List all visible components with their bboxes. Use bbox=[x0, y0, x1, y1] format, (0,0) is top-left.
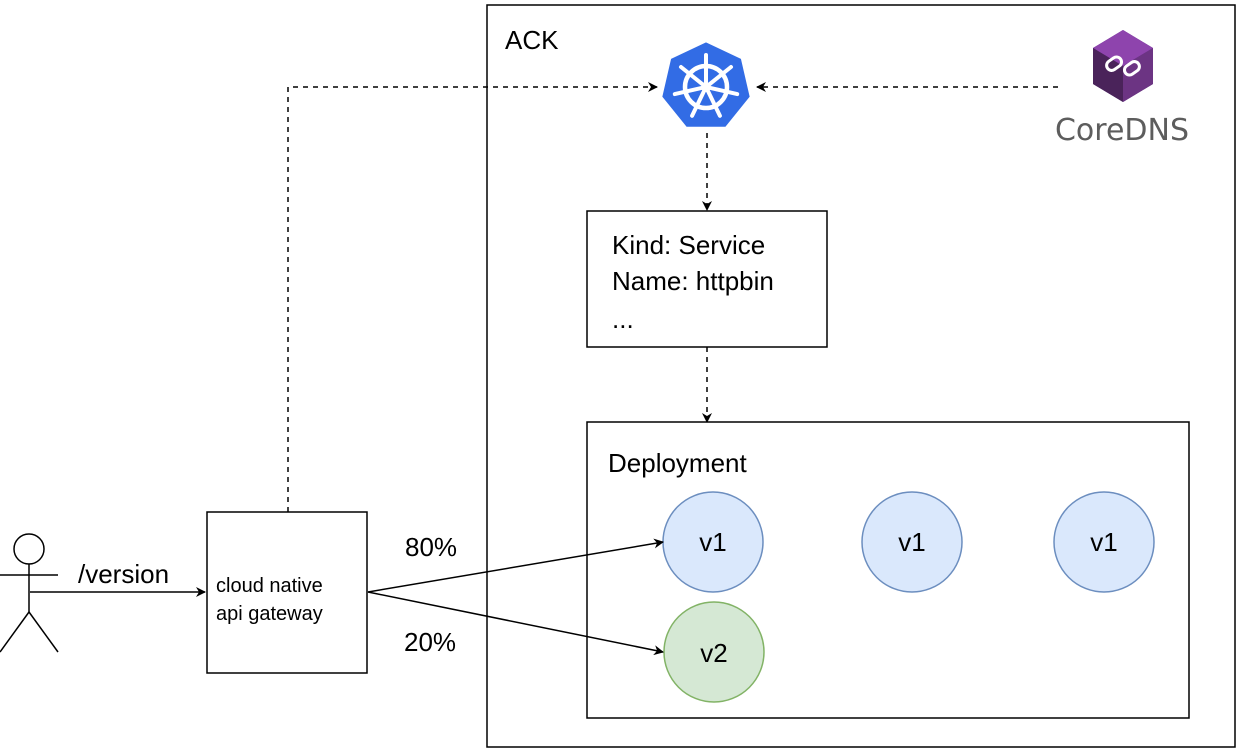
deployment-label: Deployment bbox=[608, 448, 748, 478]
coredns-logo-text: CoreDNS bbox=[1055, 113, 1189, 148]
ack-cluster-box bbox=[486, 4, 1236, 748]
ack-cluster-label: ACK bbox=[505, 25, 559, 55]
pod-label: v1 bbox=[699, 527, 726, 557]
pod-label: v1 bbox=[898, 527, 925, 557]
traffic-percent-v2: 20% bbox=[404, 627, 456, 657]
service-name-text: Name: httpbin bbox=[612, 266, 774, 296]
gateway-label-line-1: cloud native bbox=[216, 575, 323, 597]
coredns-logo: CoreDNS bbox=[1055, 30, 1189, 148]
pod-v1-second: v1 bbox=[861, 491, 963, 593]
pod-v2: v2 bbox=[663, 601, 765, 703]
coredns-chain-icon bbox=[1093, 30, 1153, 102]
pod-v1-first: v1 bbox=[662, 491, 764, 593]
service-ellipsis-text: ... bbox=[612, 304, 634, 334]
api-gateway-box bbox=[206, 511, 368, 674]
user-actor-icon bbox=[0, 533, 59, 653]
traffic-arrow-to-v2 bbox=[367, 591, 664, 656]
traffic-arrow-to-v1 bbox=[367, 538, 664, 593]
service-kind-text: Kind: Service bbox=[612, 230, 765, 260]
pod-label: v1 bbox=[1090, 527, 1117, 557]
pod-v1-third: v1 bbox=[1053, 491, 1155, 593]
gateway-to-kubernetes-dashed-connector bbox=[287, 82, 658, 512]
service-box bbox=[586, 210, 828, 348]
pod-label: v2 bbox=[700, 638, 727, 668]
traffic-percent-v1: 80% bbox=[405, 532, 457, 562]
gateway-label-line-2: api gateway bbox=[216, 603, 323, 625]
kubernetes-logo bbox=[659, 39, 753, 130]
request-path-label: /version bbox=[78, 559, 169, 589]
